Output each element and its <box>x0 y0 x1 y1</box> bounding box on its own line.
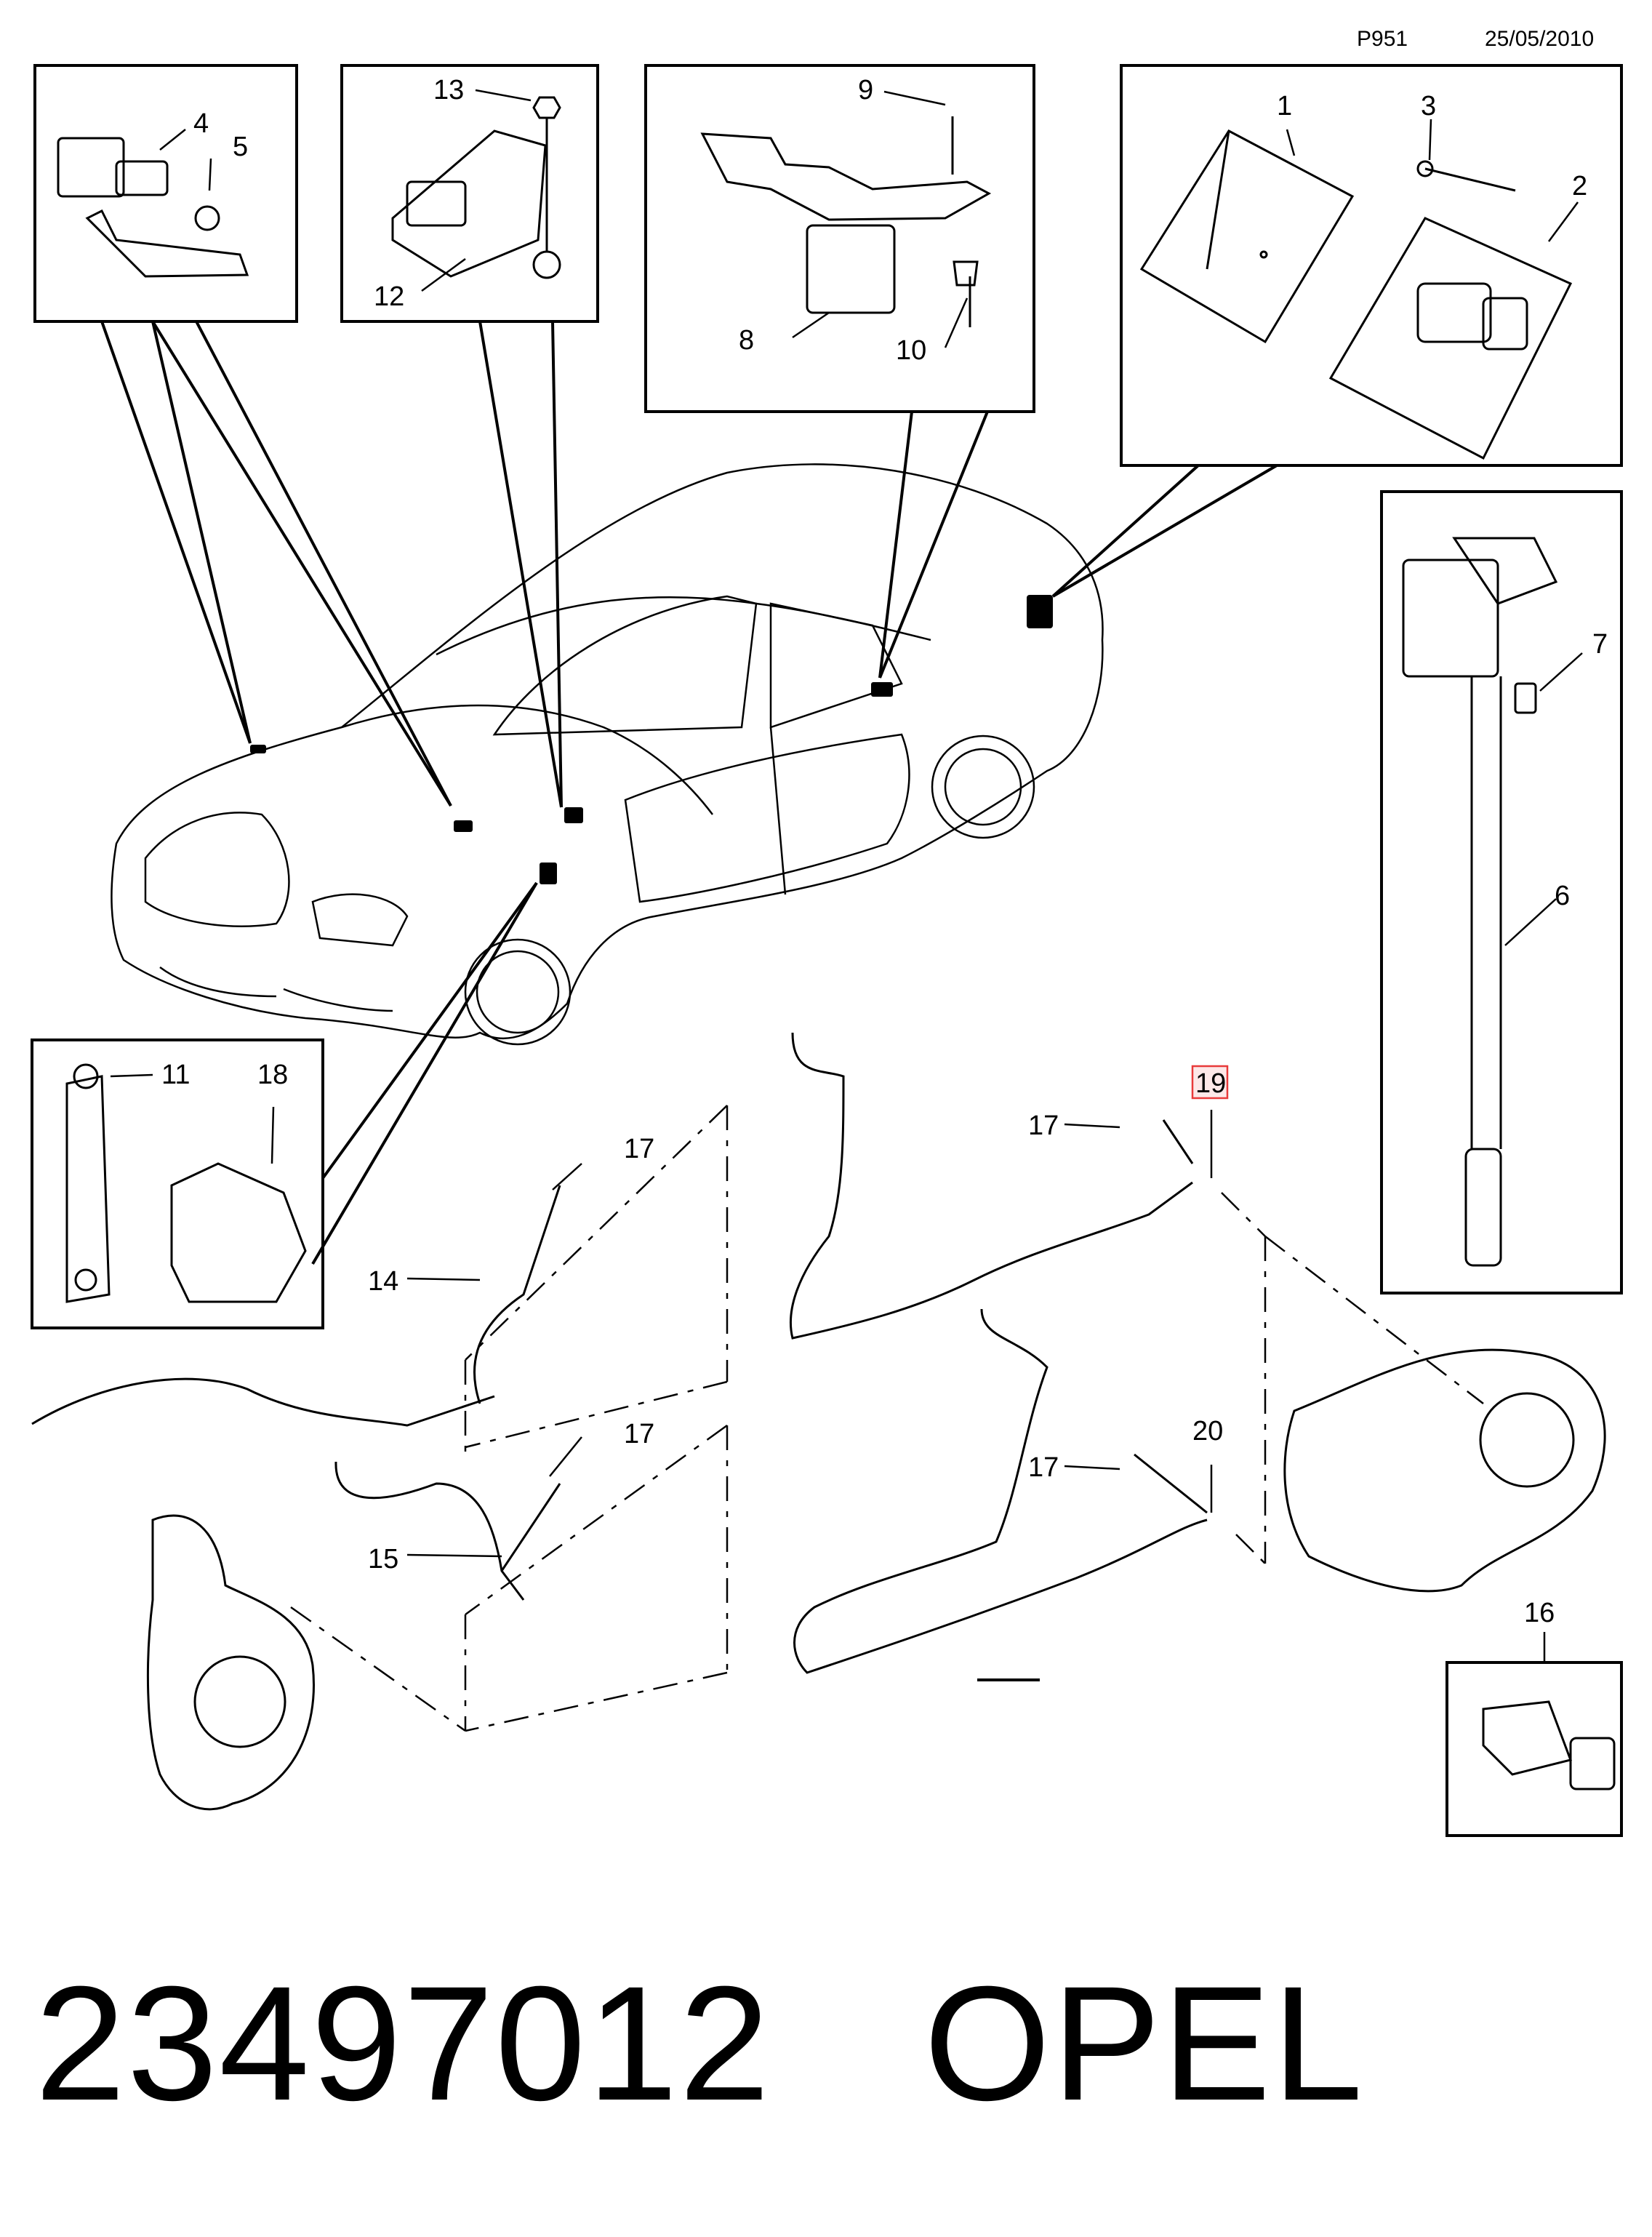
callout-8: 8 <box>739 325 754 356</box>
diagram-date: 25/05/2010 <box>1485 27 1595 51</box>
part-number: 23497012 <box>35 1953 771 2134</box>
panel-sensor-4-5 <box>33 64 298 323</box>
panel-bracket-11-18 <box>31 1039 324 1329</box>
callout-18: 18 <box>257 1060 288 1090</box>
vehicle-illustration <box>111 463 1104 1046</box>
callout-17-b: 17 <box>624 1419 654 1449</box>
page-code: P951 <box>1357 27 1408 51</box>
callout-16: 16 <box>1524 1598 1555 1628</box>
callout-15: 15 <box>368 1544 398 1574</box>
callout-9: 9 <box>858 75 873 105</box>
callout-19: 19 <box>1195 1068 1226 1099</box>
panel-sensor-12-13 <box>340 64 599 323</box>
callout-13: 13 <box>433 75 464 105</box>
callout-2: 2 <box>1572 171 1587 201</box>
panel-module-1-2-3 <box>1120 64 1623 467</box>
callout-5: 5 <box>233 132 248 162</box>
callout-17-c: 17 <box>1028 1111 1059 1141</box>
brand-name: OPEL <box>923 1953 1365 2134</box>
callout-11: 11 <box>161 1060 190 1090</box>
callout-14: 14 <box>368 1266 398 1297</box>
callout-17-d: 17 <box>1028 1452 1059 1483</box>
callout-20: 20 <box>1192 1416 1223 1446</box>
panel-bracket-8-9-10 <box>644 64 1035 413</box>
callout-6: 6 <box>1555 881 1570 911</box>
panel-antenna-6-7 <box>1380 490 1623 1294</box>
callout-7: 7 <box>1592 629 1608 660</box>
panel-clip-16 <box>1446 1661 1623 1837</box>
footer: 23497012 OPEL <box>35 1949 1364 2167</box>
callout-1: 1 <box>1277 91 1292 121</box>
highlight-box-19 <box>1191 1065 1229 1100</box>
callout-3: 3 <box>1421 91 1436 121</box>
callout-12: 12 <box>374 281 404 312</box>
callout-10: 10 <box>896 335 926 366</box>
callout-4: 4 <box>193 108 209 139</box>
callout-17-a: 17 <box>624 1134 654 1164</box>
